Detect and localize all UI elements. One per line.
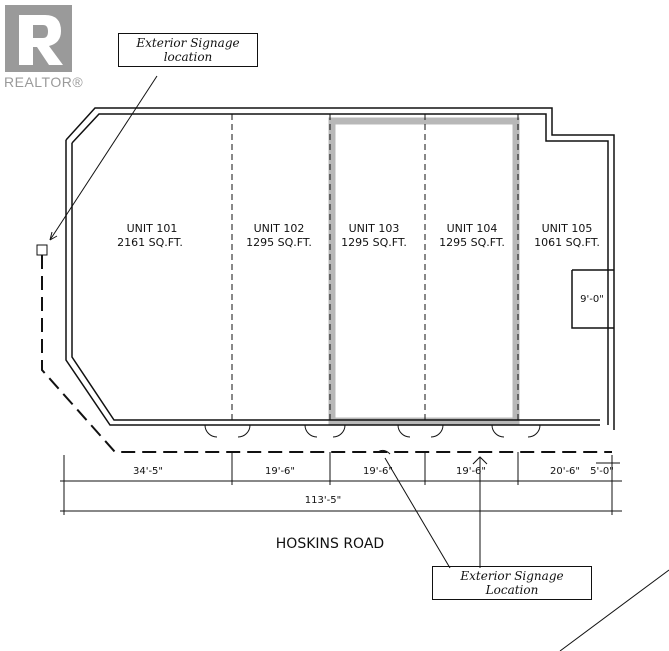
- doors: [204, 424, 541, 438]
- dim-unit-102: 19'-6": [265, 466, 295, 477]
- highlight-units-103-104: [328, 117, 520, 425]
- signage-note-top: Exterior Signage location: [118, 33, 258, 67]
- dim-unit-104: 19'-6": [456, 466, 486, 477]
- realtor-logo-text: REALTOR®: [4, 74, 84, 90]
- dim-end: 5'-0": [590, 466, 614, 477]
- outer-wall: [65, 107, 615, 430]
- unit-104-area: 1295 SQ.FT.: [439, 236, 505, 249]
- dim-unit-103: 19'-6": [363, 466, 393, 477]
- note-line: Exterior Signage: [136, 36, 240, 50]
- unit-101-area: 2161 SQ.FT.: [117, 236, 183, 249]
- note-line: Location: [485, 583, 539, 597]
- unit-103-area: 1295 SQ.FT.: [341, 236, 407, 249]
- canopy-outline: [41, 255, 612, 453]
- sign-post: [36, 244, 48, 256]
- notch-dimension: 9'-0": [580, 294, 604, 305]
- unit-105-area: 1061 SQ.FT.: [534, 236, 600, 249]
- note-line: location: [163, 50, 213, 64]
- road-label: HOSKINS ROAD: [276, 536, 384, 552]
- unit-dividers: [231, 114, 519, 420]
- unit-103-name: UNIT 103: [349, 222, 400, 235]
- dim-unit-105: 20'-6": [550, 466, 580, 477]
- unit-105-name: UNIT 105: [542, 222, 593, 235]
- signage-note-bottom: Exterior Signage Location: [432, 566, 592, 600]
- dimension-lines: [60, 452, 622, 515]
- unit-102-area: 1295 SQ.FT.: [246, 236, 312, 249]
- note-line: Exterior Signage: [460, 569, 564, 583]
- dim-unit-101: 34'-5": [133, 466, 163, 477]
- signage-leaders: [49, 75, 669, 651]
- unit-102-name: UNIT 102: [254, 222, 305, 235]
- unit-104-name: UNIT 104: [447, 222, 498, 235]
- unit-101-name: UNIT 101: [127, 222, 178, 235]
- dim-total: 113'-5": [305, 495, 341, 506]
- realtor-logo: [5, 5, 72, 72]
